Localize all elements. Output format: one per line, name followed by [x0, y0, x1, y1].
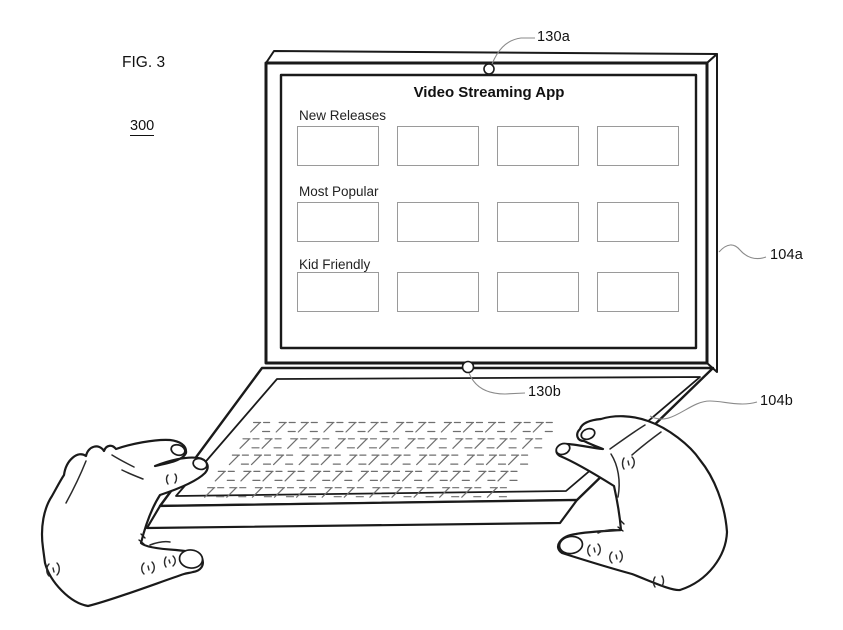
figure-number: 300	[130, 118, 155, 136]
video-thumbnail	[397, 202, 479, 242]
base-front-face	[145, 498, 579, 530]
video-thumbnail	[397, 126, 479, 166]
base-deck-inner	[175, 376, 701, 497]
thumbnail-row-kid-friendly	[297, 272, 679, 312]
video-thumbnail	[297, 202, 379, 242]
video-thumbnail	[597, 272, 679, 312]
section-label-most-popular: Most Popular	[299, 184, 379, 199]
leader-104a	[718, 244, 767, 260]
virtual-keyboard	[204, 421, 553, 498]
thumbnail-row-new-releases	[297, 126, 679, 166]
camera-hinge-dot	[461, 360, 475, 374]
video-thumbnail	[297, 126, 379, 166]
ref-label-130b: 130b	[528, 384, 562, 400]
video-thumbnail	[497, 202, 579, 242]
right-hand	[555, 415, 729, 592]
section-label-kid-friendly: Kid Friendly	[299, 257, 371, 272]
keyboard-key-dashes	[204, 421, 553, 498]
leader-104b	[649, 400, 758, 420]
video-app-screen: Video Streaming App New Releases Most Po…	[283, 77, 695, 346]
video-thumbnail	[497, 272, 579, 312]
leader-130a	[491, 37, 535, 65]
lid-top-bevel	[265, 50, 718, 64]
ref-label-104a: 104a	[770, 247, 804, 263]
video-thumbnail	[597, 202, 679, 242]
video-thumbnail	[497, 126, 579, 166]
thumbnail-row-most-popular	[297, 202, 679, 242]
video-thumbnail	[597, 126, 679, 166]
video-thumbnail	[297, 272, 379, 312]
figure-label: FIG. 3	[122, 54, 166, 71]
left-hand	[40, 438, 209, 608]
ref-label-130a: 130a	[537, 29, 571, 45]
leader-130b	[468, 372, 526, 395]
video-thumbnail	[397, 272, 479, 312]
ref-label-104b: 104b	[760, 393, 794, 409]
camera-top-dot	[483, 63, 495, 75]
section-label-new-releases: New Releases	[299, 108, 387, 123]
app-title: Video Streaming App	[413, 84, 565, 101]
